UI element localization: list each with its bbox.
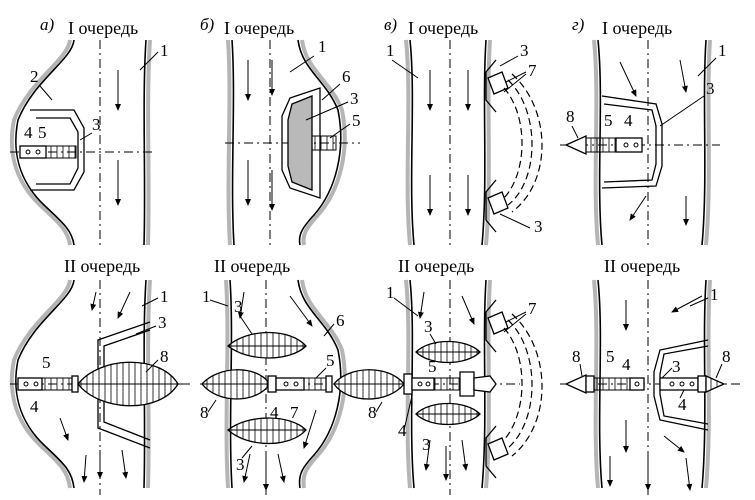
panel-a-tag: а) xyxy=(40,15,55,34)
label-a-bot-4: 4 xyxy=(30,397,39,416)
panel-b-stage2-title: II очередь xyxy=(214,256,290,276)
label-v-top-7: 7 xyxy=(528,61,537,80)
label-a-bot-8: 8 xyxy=(160,347,169,366)
label-b-bot-3b: 3 xyxy=(236,455,245,474)
panel-v-stage1: в) I очередь 1 3 7 3 xyxy=(384,15,543,246)
panel-v-stage2: II очередь xyxy=(333,256,543,495)
panel-b-stage1-title: I очередь xyxy=(224,18,294,38)
label-v-bot-8: 8 xyxy=(368,403,377,422)
label-g-top-5: 5 xyxy=(604,111,613,130)
label-g-bot-8: 8 xyxy=(572,347,581,366)
label-b-bot-5: 5 xyxy=(326,351,335,370)
label-v-bot-1: 1 xyxy=(386,283,395,302)
panel-b-stage1: б) I очередь 1 6 3 5 xyxy=(200,15,361,246)
label-b-top-5: 5 xyxy=(352,111,361,130)
label-g-top-1: 1 xyxy=(718,41,727,60)
panel-b-stage2: II очередь 1 3 6 xyxy=(200,256,360,495)
panel-b-tag: б) xyxy=(200,15,215,34)
label-b-bot-3: 3 xyxy=(234,297,243,316)
label-b-top-1: 1 xyxy=(318,37,327,56)
panel-g-stage2-title: II очередь xyxy=(604,256,680,276)
label-a-bot-5: 5 xyxy=(42,353,51,372)
panel-v-stage2-title: II очередь xyxy=(398,256,474,276)
label-a-top-5: 5 xyxy=(38,123,47,142)
label-a-bot-1: 1 xyxy=(160,287,169,306)
label-g-top-4: 4 xyxy=(624,111,633,130)
label-v-top-3b: 3 xyxy=(534,217,543,236)
panel-a-stage2: II очередь 1 3 8 5 4 xyxy=(9,256,190,495)
label-v-top-1: 1 xyxy=(386,41,395,60)
label-g-top-8: 8 xyxy=(566,107,575,126)
label-b-bot-6: 6 xyxy=(336,311,345,330)
label-b-bot-8: 8 xyxy=(200,403,209,422)
label-g-bot-1: 1 xyxy=(710,285,719,304)
panel-a-stage2-title: II очередь xyxy=(64,256,140,276)
label-b-top-6: 6 xyxy=(342,67,351,86)
label-v-bot-5: 5 xyxy=(428,357,437,376)
label-g-bot-3: 3 xyxy=(672,357,681,376)
panel-g-tag: г) xyxy=(572,15,585,34)
label-g-bot-4b: 4 xyxy=(678,395,687,414)
panel-g-stage1-title: I очередь xyxy=(602,18,672,38)
label-v-bot-4: 4 xyxy=(398,421,407,440)
label-g-top-3: 3 xyxy=(706,79,715,98)
panel-g-stage1: г) I очередь 1 8 5 4 3 xyxy=(560,15,727,246)
label-a-bot-3: 3 xyxy=(158,313,167,332)
panel-g-stage2: II очередь 1 8 5 4 3 xyxy=(560,256,740,495)
label-g-bot-8b: 8 xyxy=(722,347,731,366)
label-v-bot-7: 7 xyxy=(528,299,537,318)
panel-a-stage1: а) I очередь 1 2 3 4 5 xyxy=(9,15,169,246)
label-v-bot-3b: 3 xyxy=(422,435,431,454)
label-a-top-3: 3 xyxy=(92,115,101,134)
label-g-bot-5: 5 xyxy=(606,347,615,366)
label-b-top-3: 3 xyxy=(350,89,359,108)
panel-a-stage1-title: I очередь xyxy=(68,18,138,38)
label-g-bot-4: 4 xyxy=(622,355,631,374)
panel-v-tag: в) xyxy=(384,15,397,34)
label-v-bot-3: 3 xyxy=(424,317,433,336)
label-a-top-1: 1 xyxy=(160,41,169,60)
label-b-bot-7: 7 xyxy=(290,403,299,422)
label-a-top-4: 4 xyxy=(24,123,33,142)
label-v-top-3: 3 xyxy=(520,41,529,60)
label-b-bot-1: 1 xyxy=(202,287,211,306)
label-b-bot-4: 4 xyxy=(270,403,279,422)
label-a-top-2: 2 xyxy=(30,67,39,86)
panel-v-stage1-title: I очередь xyxy=(408,18,478,38)
